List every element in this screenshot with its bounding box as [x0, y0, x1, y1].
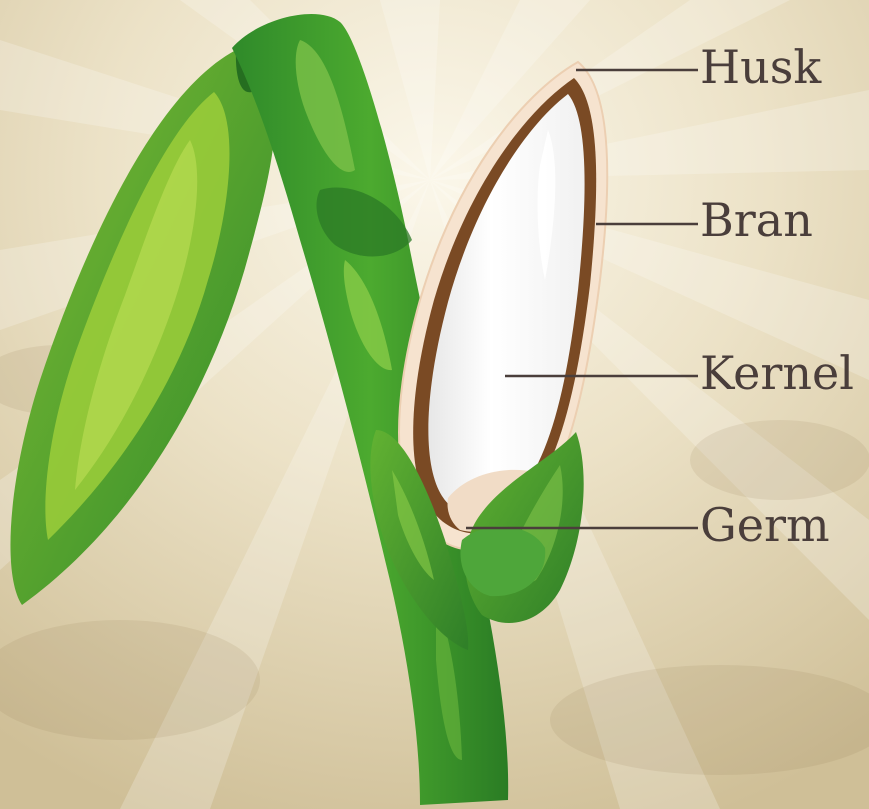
germ-label: Germ	[700, 502, 830, 548]
husk-label: Husk	[700, 44, 821, 90]
kernel-label: Kernel	[700, 350, 854, 396]
bran-label: Bran	[700, 197, 813, 243]
